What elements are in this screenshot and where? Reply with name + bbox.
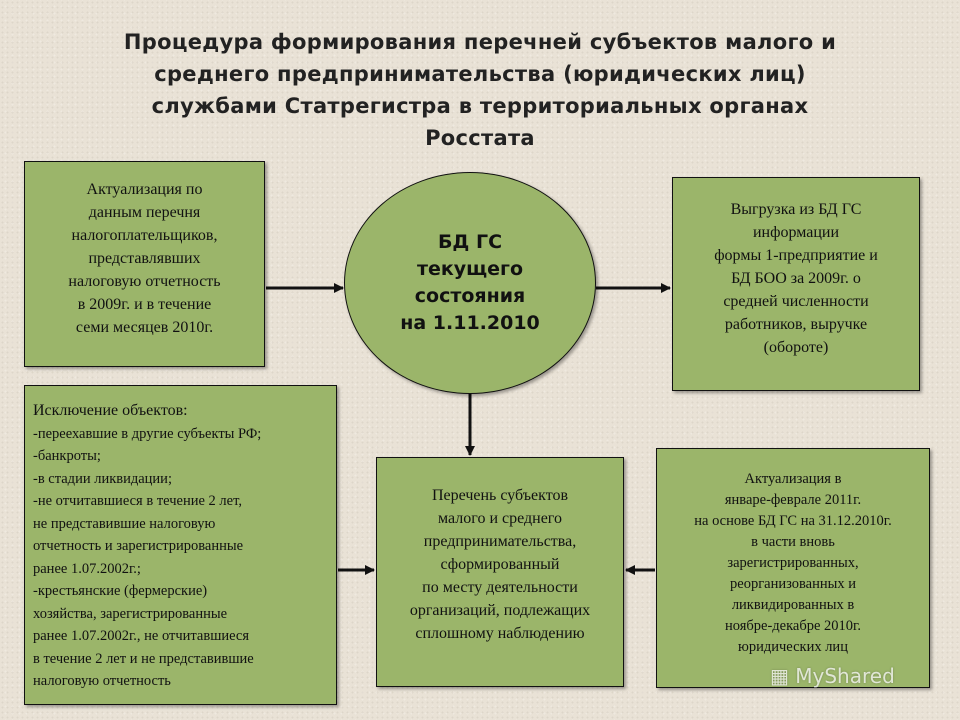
box-text-line: организаций, подлежащих: [409, 602, 591, 619]
box-text-line: реорганизованных и: [730, 576, 856, 592]
box-text-line: малого и среднего: [438, 510, 562, 527]
title-line: Процедура формирования перечней субъекто…: [123, 30, 837, 54]
box-result-list: Перечень субъектов малого и среднего пре…: [376, 457, 624, 687]
box-text-line: -крестьянские (фермерские): [33, 583, 208, 599]
box-text-line: по месту деятельности: [422, 579, 578, 596]
box-text-line: Актуализация по: [86, 181, 203, 198]
box-text-line: ранее 1.07.2002г.;: [33, 560, 141, 577]
box-text-line: в 2009г. и в течение: [77, 296, 212, 313]
box-text-line: (обороте): [763, 339, 829, 356]
box-text-line: формы 1-предприятие и: [714, 247, 878, 264]
center-text-line: текущего: [416, 258, 524, 280]
box-exclusion: Исключение объектов: -переехавшие в друг…: [24, 385, 337, 705]
box-text-line: работников, выручке: [724, 316, 868, 333]
box-text-line: зарегистрированных,: [727, 555, 859, 571]
watermark-text: MyShared: [795, 664, 895, 688]
box-text-line: налоговую отчетность: [33, 673, 171, 689]
title-line: Росстата: [425, 126, 535, 150]
box-text-line: -банкроты;: [33, 448, 101, 464]
box-text-line: не представившие налоговую: [33, 515, 216, 532]
box-text-line: -переехавшие в другие субъекты РФ;: [33, 425, 262, 442]
box-text-line: Актуализация в: [744, 471, 842, 487]
center-node-db: БД ГС текущего состояния на 1.11.2010: [344, 172, 596, 394]
box-text-line: средней численности: [723, 293, 869, 310]
box-text-line: предпринимательства,: [423, 533, 577, 550]
box-text-line: хозяйства, зарегистрированные: [33, 605, 228, 622]
title-line: среднего предпринимательства (юридически…: [154, 62, 806, 86]
box-text-line: сформированный: [440, 556, 560, 573]
center-text-line: на 1.11.2010: [400, 312, 540, 334]
box-text-line: информации: [752, 224, 840, 241]
box-text-line: в течение 2 лет и не представившие: [33, 650, 254, 667]
box-text-line: представлявших: [88, 250, 201, 267]
center-text-line: состояния: [414, 285, 526, 307]
page-title: Процедура формирования перечней субъекто…: [40, 26, 920, 154]
box-text-line: ликвидированных в: [731, 597, 855, 613]
box-text-line: Выгрузка из БД ГС: [730, 201, 862, 218]
box-text-line: налоговую отчетность: [68, 273, 221, 290]
box-text-line: налогоплательщиков,: [71, 227, 218, 244]
box-text-line: в части вновь: [751, 534, 835, 550]
box-text-line: ранее 1.07.2002г., не отчитавшиеся: [33, 628, 250, 644]
box-actualization-2011: Актуализация в январе-феврале 2011г. на …: [656, 448, 930, 688]
box-text-line: данным перечня: [88, 204, 201, 221]
box-text-line: отчетность и зарегистрированные: [33, 538, 244, 554]
box-text-line: Перечень субъектов: [431, 487, 569, 504]
title-line: службами Статрегистра в территориальных …: [151, 94, 809, 118]
watermark: ▦ MyShared: [770, 664, 895, 688]
box-text-line: Исключение объектов:: [33, 402, 188, 419]
center-text-line: БД ГС: [437, 231, 503, 253]
box-text-line: ноябре-декабре 2010г.: [725, 618, 861, 634]
watermark-icon: ▦: [770, 664, 789, 688]
box-text-line: БД БОО за 2009г. о: [731, 270, 861, 287]
box-text-line: сплошному наблюдению: [415, 625, 585, 642]
box-text-line: -не отчитавшиеся в течение 2 лет,: [33, 493, 242, 509]
box-actualization-2009: Актуализация по данным перечня налогопла…: [24, 161, 265, 367]
box-text-line: семи месяцев 2010г.: [75, 319, 214, 336]
box-export: Выгрузка из БД ГС информации формы 1-пре…: [672, 177, 920, 391]
box-text-line: на основе БД ГС на 31.12.2010г.: [694, 513, 892, 529]
box-text-line: -в стадии ликвидации;: [33, 470, 172, 487]
box-text-line: январе-феврале 2011г.: [724, 492, 862, 508]
box-text-line: юридических лиц: [738, 639, 848, 655]
